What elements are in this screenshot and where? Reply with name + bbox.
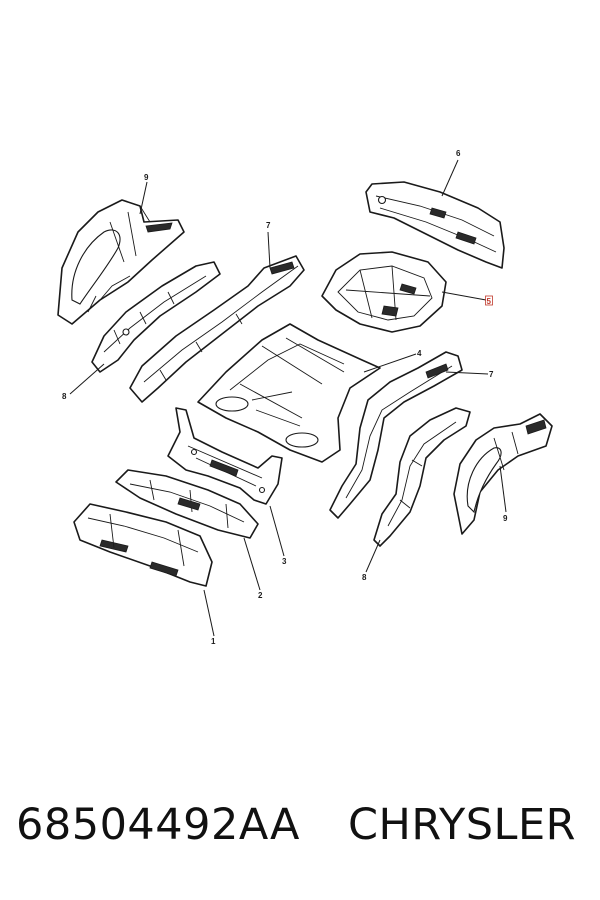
part-5-rear-floor-pan [321, 251, 447, 333]
callout-5: 5 [487, 297, 492, 306]
leader-9-left [139, 181, 148, 215]
part-1-front-crossmember [73, 503, 213, 587]
leader-3 [269, 505, 285, 557]
part-9-left-wheelhouse [57, 199, 185, 325]
leader-4 [363, 353, 417, 373]
part-9-right-wheelhouse [453, 413, 553, 535]
callout-2: 2 [258, 591, 263, 600]
part-8-left-rail [91, 261, 221, 373]
part-7-left-rail [129, 255, 305, 403]
callout-5-highlight-box [485, 295, 493, 306]
leader-lines [69, 159, 507, 637]
part-8-right-rail [373, 407, 471, 547]
part-7-right-rail [329, 351, 463, 519]
part-2-crossmember [115, 469, 259, 539]
callout-4: 4 [417, 349, 422, 358]
leader-9-right [499, 465, 507, 513]
callout-8-left: 8 [62, 392, 67, 401]
callout-9-right: 9 [503, 514, 508, 523]
callout-8-right: 8 [362, 573, 367, 582]
part-number: 68504492AA [16, 800, 300, 850]
leader-2 [243, 537, 261, 591]
leader-7-left [267, 231, 271, 269]
leader-8-left [69, 363, 105, 395]
callout-3: 3 [282, 557, 287, 566]
callout-1: 1 [211, 637, 216, 646]
footer: 68504492AA CHRYSLER [0, 800, 600, 870]
leader-8-right [365, 539, 381, 573]
callout-7-left: 7 [266, 221, 271, 230]
leader-7-right [445, 371, 489, 375]
callout-labels: 9 8 7 6 5 4 7 3 2 1 8 9 [62, 149, 508, 646]
leader-6 [441, 159, 459, 197]
part-4-floor-center [197, 323, 381, 463]
leader-1 [203, 589, 215, 637]
brand-name: CHRYSLER [348, 800, 577, 850]
callout-9-left: 9 [144, 173, 149, 182]
leader-5 [441, 291, 487, 301]
callout-7-right: 7 [489, 370, 494, 379]
callout-6: 6 [456, 149, 461, 158]
part-3-crossmember [167, 407, 283, 505]
part-6-rear-panel [365, 181, 505, 269]
